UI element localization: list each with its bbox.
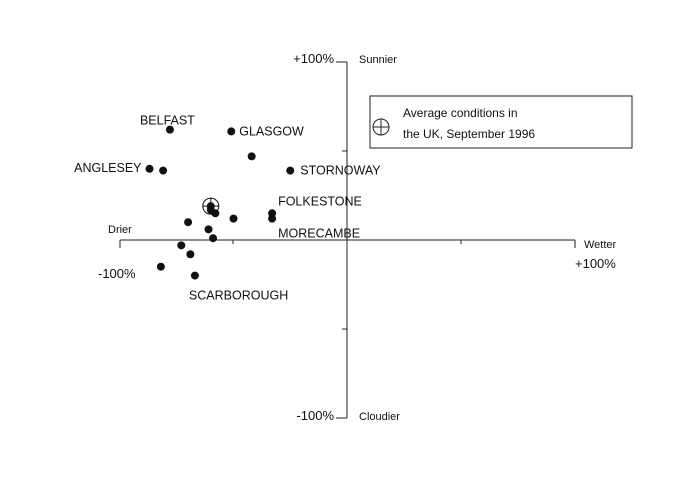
y-min-label: -100% bbox=[296, 408, 334, 423]
data-point bbox=[286, 166, 295, 175]
data-point bbox=[159, 166, 168, 175]
data-point bbox=[186, 250, 195, 259]
legend-box bbox=[369, 95, 633, 149]
x-min-label: -100% bbox=[98, 266, 136, 281]
data-point bbox=[165, 125, 174, 134]
y-top-label: Sunnier bbox=[359, 54, 397, 66]
data-point bbox=[209, 234, 218, 243]
average-point-marker bbox=[202, 197, 220, 215]
data-point bbox=[190, 271, 199, 280]
point-label: STORNOWAY bbox=[300, 164, 381, 178]
points: BELFAST GLASGOW ANGLESEY STORNOWAY FOLKESTON… bbox=[74, 114, 381, 303]
data-point bbox=[177, 241, 186, 250]
data-point bbox=[145, 164, 154, 173]
data-point bbox=[227, 127, 236, 136]
y-bottom-label: Cloudier bbox=[359, 411, 400, 423]
point-label: GLASGOW bbox=[239, 124, 304, 138]
y-max-label: +100% bbox=[293, 51, 334, 66]
average-marker-icon bbox=[372, 118, 390, 136]
legend: Average conditions in the UK, September … bbox=[369, 95, 633, 149]
data-point bbox=[247, 152, 256, 161]
data-point bbox=[156, 262, 165, 271]
point-label: BELFAST bbox=[140, 114, 195, 128]
x-max-label: +100% bbox=[575, 256, 616, 271]
x-left-label: Drier bbox=[108, 224, 132, 236]
legend-text-1: Average conditions in bbox=[403, 106, 518, 120]
point-label: FOLKESTONE bbox=[278, 194, 362, 208]
data-point bbox=[268, 214, 277, 223]
point-label: SCARBOROUGH bbox=[189, 289, 288, 303]
legend-text-2: the UK, September 1996 bbox=[403, 127, 535, 141]
data-point bbox=[204, 225, 213, 234]
data-point bbox=[184, 218, 193, 227]
data-point bbox=[229, 214, 238, 223]
point-label: ANGLESEY bbox=[74, 161, 142, 175]
point-label: MORECAMBE bbox=[278, 227, 360, 241]
x-right-label: Wetter bbox=[584, 239, 617, 251]
